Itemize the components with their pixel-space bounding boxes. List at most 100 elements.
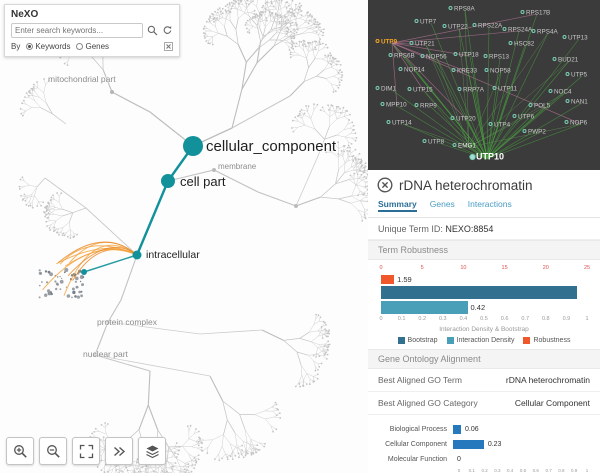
radio-genes-control[interactable] (76, 43, 84, 50)
gene-node-label[interactable]: UTP15 (413, 87, 433, 94)
gene-node-label[interactable]: RPS4A (537, 29, 558, 36)
gene-node-label[interactable]: NOP58 (490, 68, 511, 75)
gene-node-label[interactable]: UTP9 (381, 39, 398, 46)
tree-term-label[interactable]: mitochondrial part (48, 74, 116, 84)
gene-node-dot[interactable] (472, 23, 477, 27)
gene-node-dot[interactable] (488, 122, 493, 126)
search-icon[interactable] (147, 25, 158, 36)
gene-node-dot[interactable] (564, 120, 569, 124)
gene-node-dot[interactable] (483, 54, 488, 58)
gene-node-dot[interactable] (442, 24, 447, 28)
gene-node-dot[interactable] (531, 29, 536, 33)
gene-node-dot[interactable] (469, 153, 476, 161)
tree-term-label[interactable]: cellular_component (206, 138, 337, 155)
gene-node-label[interactable]: UTP22 (448, 24, 468, 31)
fit-to-window-button[interactable] (72, 437, 100, 465)
radio-keywords-control[interactable] (26, 43, 34, 50)
gene-node-dot[interactable] (398, 67, 403, 71)
gene-node-label[interactable]: RPS8A (454, 6, 475, 13)
gene-node-label[interactable]: RRP7A (463, 87, 485, 94)
gene-node-dot[interactable] (375, 86, 380, 90)
gene-node-dot[interactable] (450, 116, 455, 120)
gene-node-label[interactable]: RPS22A (478, 23, 503, 30)
expand-levels-button[interactable] (105, 437, 133, 465)
gene-node-label[interactable]: PWP2 (528, 129, 546, 136)
gene-node-dot[interactable] (375, 39, 380, 43)
gene-node-dot[interactable] (453, 52, 458, 56)
clear-icon[interactable] (164, 42, 173, 51)
gene-node-label[interactable]: UTP13 (568, 35, 588, 42)
gene-node-label[interactable]: UTP18 (459, 52, 479, 59)
tab-interactions[interactable]: Interactions (467, 199, 512, 209)
gene-node-label[interactable]: MPP10 (386, 102, 407, 109)
gene-node-dot[interactable] (502, 27, 507, 31)
gene-node-dot[interactable] (448, 6, 453, 10)
gene-node-dot[interactable] (457, 87, 462, 91)
close-icon[interactable] (377, 177, 393, 193)
tab-summary[interactable]: Summary (378, 199, 417, 212)
radio-keywords[interactable]: Keywords (26, 42, 70, 51)
gene-node-label[interactable]: NOP56 (426, 54, 447, 61)
gene-node-label[interactable]: NOC4 (554, 89, 572, 96)
gene-node-dot[interactable] (528, 103, 533, 107)
gene-node-label[interactable]: RPS6B (394, 53, 415, 60)
gene-node-label[interactable]: KRE33 (457, 68, 477, 75)
gene-node-dot[interactable] (451, 68, 456, 72)
gene-node-label[interactable]: NAN1 (571, 99, 588, 106)
gene-node-dot[interactable] (386, 120, 391, 124)
zoom-in-button[interactable] (6, 437, 34, 465)
gene-node-dot[interactable] (512, 114, 517, 118)
gene-node-label[interactable]: RPS17B (526, 10, 550, 17)
gene-node-dot[interactable] (565, 72, 570, 76)
radio-genes[interactable]: Genes (76, 42, 109, 51)
gene-node-dot[interactable] (452, 143, 457, 147)
gene-node-label[interactable]: NOP6 (570, 120, 588, 127)
gene-node-dot[interactable] (562, 35, 567, 39)
gene-node-label[interactable]: DIM1 (381, 86, 397, 93)
tree-term-label[interactable]: membrane (218, 162, 257, 171)
gene-node-label[interactable]: RRP9 (420, 103, 437, 110)
gene-node-dot[interactable] (565, 99, 570, 103)
cell-part-node[interactable] (161, 174, 175, 188)
gene-node-label[interactable]: UTP6 (518, 114, 535, 121)
reset-icon[interactable] (162, 25, 173, 36)
gene-node-label[interactable]: RPS13 (489, 54, 509, 61)
cellular-component-node[interactable] (183, 136, 203, 156)
gene-node-label[interactable]: UTP10 (476, 152, 504, 162)
gene-node-label[interactable]: UTP7 (420, 19, 437, 26)
gene-node-dot[interactable] (484, 68, 489, 72)
gene-node-dot[interactable] (414, 19, 419, 23)
ontology-canvas[interactable] (0, 0, 368, 473)
gene-node-dot[interactable] (548, 89, 553, 93)
gene-node-label[interactable]: POL5 (534, 103, 551, 110)
gene-node-label[interactable]: BUD21 (558, 57, 579, 64)
gene-node-label[interactable]: UTP5 (571, 72, 588, 79)
gene-node-dot[interactable] (508, 41, 513, 45)
gene-node-dot[interactable] (388, 53, 393, 57)
gene-node-dot[interactable] (422, 139, 427, 143)
gene-node-dot[interactable] (414, 103, 419, 107)
tree-term-label[interactable]: nuclear part (83, 349, 128, 359)
intracellular-node[interactable] (132, 250, 142, 260)
tree-term-label[interactable]: intracellular (146, 249, 200, 261)
gene-node-label[interactable]: UTP20 (456, 116, 476, 123)
search-input[interactable] (11, 23, 143, 38)
zoom-out-button[interactable] (39, 437, 67, 465)
gene-node-dot[interactable] (492, 86, 497, 90)
gene-node-label[interactable]: UTP11 (498, 86, 518, 93)
gene-node-dot[interactable] (407, 87, 412, 91)
gene-node-label[interactable]: UTP21 (415, 41, 435, 48)
gene-node-label[interactable]: UTP4 (494, 122, 511, 129)
gene-node-dot[interactable] (522, 129, 527, 133)
tree-term-label[interactable]: cell part (180, 174, 226, 189)
gene-node-label[interactable]: RPS24A (508, 27, 533, 34)
gene-node-dot[interactable] (520, 10, 525, 14)
gene-node-dot[interactable] (420, 54, 425, 58)
gene-node-dot[interactable] (552, 57, 557, 61)
gene-node-label[interactable]: NOP14 (404, 67, 425, 74)
tree-term-label[interactable]: protein complex (97, 317, 158, 327)
gene-node-dot[interactable] (409, 41, 414, 45)
gene-node-label[interactable]: EMG1 (458, 143, 476, 150)
